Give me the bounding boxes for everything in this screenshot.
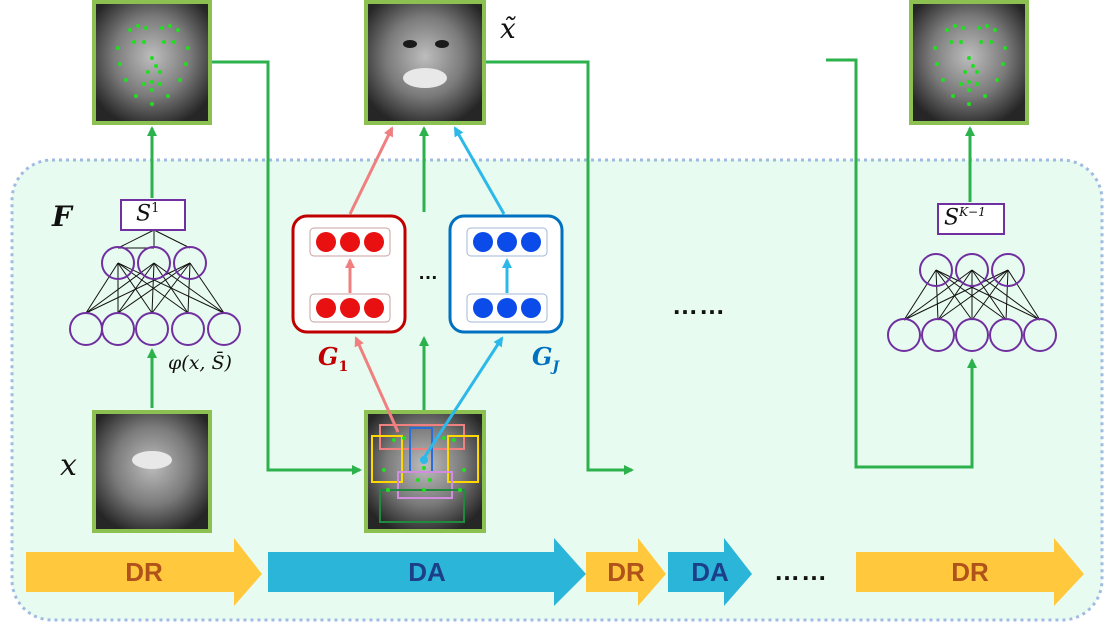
stage-arrow-da-2 (668, 538, 752, 606)
stage-label-dr-1: DR (125, 557, 163, 587)
label-s1: S1 (136, 201, 159, 226)
face-image-x-input (92, 410, 212, 533)
ellipsis-middle: …… (672, 290, 726, 320)
label-f: F (52, 200, 72, 233)
sk-box (937, 203, 1005, 235)
framework-panel (10, 158, 1104, 622)
label-phi: φ(x, S̄) (168, 352, 232, 374)
face-image-output-k (909, 0, 1029, 125)
stage-arrow-da-1 (268, 538, 586, 606)
flow-arrows (147, 58, 977, 475)
label-gj-base: G (532, 342, 553, 371)
stage-label-dr-3: DR (951, 557, 989, 587)
stage-arrow-dr-1 (26, 538, 262, 606)
stage-arrow-dr-2 (586, 538, 666, 606)
stage-label-dr-2: DR (607, 557, 645, 587)
stage-arrow-dr-3 (856, 538, 1084, 606)
regressor-network-right (903, 269, 1041, 321)
label-s1-base: S (136, 201, 152, 227)
stage-label-da-2: DA (691, 557, 729, 587)
g1-arrows (348, 126, 400, 433)
label-g1: G1 (318, 342, 348, 375)
stage-label-da-1: DA (408, 557, 446, 587)
face-image-x-tilde (364, 0, 486, 125)
generator-gj (448, 214, 564, 334)
label-sk-base: S (944, 205, 960, 231)
ellipsis-between-generators: … (418, 262, 439, 284)
s1-box (120, 199, 186, 231)
regressor-nodes-left (69, 246, 241, 346)
ellipsis-bottom: …… (774, 556, 828, 586)
generator-g1 (291, 214, 407, 334)
face-image-alignment (364, 410, 486, 533)
label-s1-sup: 1 (151, 201, 160, 216)
label-gj-sub: J (552, 358, 560, 375)
gj-arrows (422, 126, 506, 459)
label-x: x (60, 448, 77, 483)
label-sk-sup: K−1 (959, 205, 986, 219)
label-g1-sub: 1 (338, 358, 349, 375)
label-x-tilde: x̃ (500, 12, 516, 45)
regressor-nodes-right (887, 253, 1057, 352)
face-image-output-1 (92, 0, 212, 125)
label-g1-base: G (318, 342, 339, 371)
label-gj: GJ (532, 342, 559, 375)
label-sk: SK−1 (944, 205, 986, 230)
